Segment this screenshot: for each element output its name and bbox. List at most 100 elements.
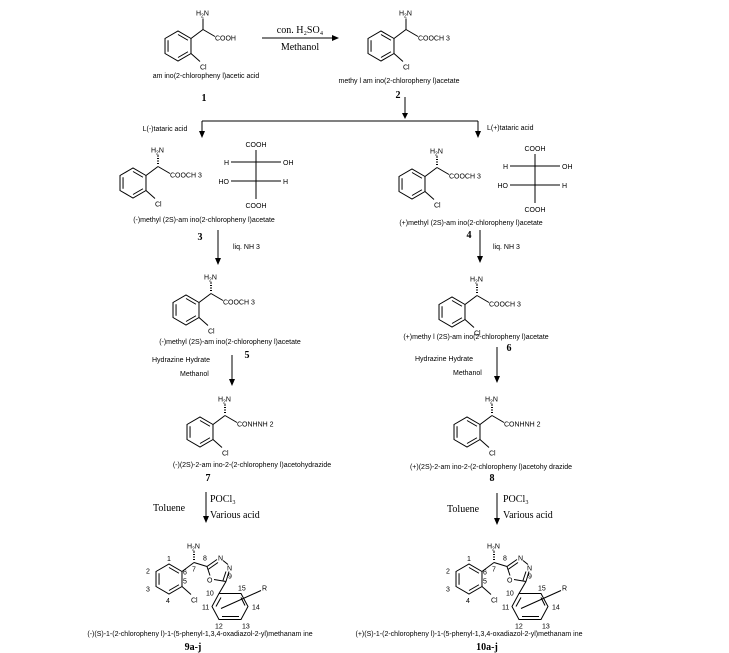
amine-label: H2N bbox=[470, 277, 483, 286]
split-arrowhead bbox=[402, 113, 408, 119]
ho-label: HO bbox=[498, 183, 509, 190]
cooh-bottom-label: COOH bbox=[525, 207, 546, 214]
atom-number-5: 5 bbox=[483, 579, 487, 586]
compound-10-name: (+)(S)-1-(2-chloropheny l)-1-(5-phenyl-1… bbox=[355, 631, 582, 638]
amine-label: H2N bbox=[196, 11, 209, 20]
reagent-hydrazine-hydrate: Hydrazine Hydrate bbox=[152, 357, 210, 364]
compound-4-name: (+)methyl (2S)-am ino(2-chloropheny l)ac… bbox=[399, 220, 542, 227]
cooh-top-label: COOH bbox=[246, 142, 267, 149]
cl-bond bbox=[198, 317, 209, 326]
compound-3-number: 3 bbox=[198, 232, 203, 243]
atom-number-7: 7 bbox=[492, 567, 496, 574]
atom-number-4: 4 bbox=[166, 598, 170, 605]
double-bond bbox=[168, 567, 180, 574]
reagent-sulfuric-acid: con. H₂SO₄ bbox=[277, 25, 324, 36]
double-bond bbox=[468, 584, 480, 591]
atom-number-8: 8 bbox=[203, 556, 207, 563]
bond-n-n bbox=[222, 560, 229, 565]
functional-group-label: CONHNH 2 bbox=[504, 422, 541, 429]
amine-label: H2N bbox=[151, 148, 164, 157]
reagent-l-plus-tartaric: L(+)tataric acid bbox=[487, 125, 534, 132]
functional-group-label: COOCH 3 bbox=[223, 300, 255, 307]
carbonyl-bond bbox=[224, 415, 238, 423]
h-label: H bbox=[224, 160, 229, 167]
benzene-ring bbox=[453, 416, 481, 448]
carbonyl-bond bbox=[476, 295, 490, 303]
double-bond bbox=[132, 188, 144, 195]
atom-number-9: 9 bbox=[528, 574, 532, 581]
bond-n-n bbox=[522, 560, 529, 565]
atom-number-5: 5 bbox=[183, 579, 187, 586]
compound-2-number: 2 bbox=[396, 90, 401, 101]
bond-c8-o bbox=[206, 566, 211, 576]
chain-bond bbox=[181, 562, 195, 572]
oh-label: OH bbox=[562, 164, 573, 171]
substituent-r-label: R bbox=[562, 586, 567, 593]
bond-c8-n-double bbox=[507, 562, 519, 570]
double-bond bbox=[411, 172, 423, 179]
reagent-liq-ammonia: liq. NH 3 bbox=[233, 244, 260, 251]
substituent-bond bbox=[220, 590, 262, 609]
double-bond bbox=[515, 597, 522, 607]
benzene-ring bbox=[119, 167, 147, 199]
nitrogen-label: N bbox=[527, 566, 532, 573]
atom-number-3: 3 bbox=[146, 587, 150, 594]
functional-group-label: COOCH 3 bbox=[170, 173, 202, 180]
chlorine-label: Cl bbox=[489, 451, 496, 458]
amine-label: H2N bbox=[218, 397, 231, 406]
atom-number-13: 13 bbox=[242, 624, 250, 631]
double-bond bbox=[451, 300, 463, 307]
bond-c8-n bbox=[506, 559, 518, 567]
atom-number-14: 14 bbox=[252, 605, 260, 612]
chain-bond bbox=[393, 29, 407, 39]
benzene-ring bbox=[367, 30, 395, 62]
benzene-ring bbox=[455, 563, 483, 595]
compound-2-name: methy l am ino(2-chloropheny l)acetate bbox=[338, 78, 459, 85]
chlorine-label: Cl bbox=[200, 65, 207, 72]
ho-label: HO bbox=[219, 179, 230, 186]
chlorine-label: Cl bbox=[222, 451, 229, 458]
compound-9-name: (-)(S)-1-(2-chloropheny l)-1-(5-phenyl-1… bbox=[87, 631, 312, 638]
phenyl-ring bbox=[211, 593, 249, 620]
nitrogen-label: N bbox=[218, 556, 223, 563]
chlorine-label: Cl bbox=[191, 598, 198, 605]
bond-c7-c8 bbox=[493, 562, 508, 567]
compound-8: Cl H2N CONHNH 2 bbox=[453, 397, 541, 458]
cl-bond bbox=[393, 53, 404, 62]
double-bond bbox=[380, 51, 392, 58]
chain-bond bbox=[212, 415, 226, 425]
bond-n-c9-double bbox=[222, 571, 227, 581]
atom-number-1: 1 bbox=[467, 556, 471, 563]
atom-number-10: 10 bbox=[506, 591, 514, 598]
double-bond bbox=[466, 420, 478, 427]
double-bond bbox=[380, 34, 392, 41]
substituent-r-label: R bbox=[262, 586, 267, 593]
double-bond bbox=[132, 171, 144, 178]
compound-10-number: 10a-j bbox=[476, 642, 498, 653]
bond-o-c9 bbox=[213, 579, 227, 582]
amine-label: H2N bbox=[485, 397, 498, 406]
benzene-ring bbox=[186, 416, 214, 448]
atom-number-9: 9 bbox=[228, 574, 232, 581]
atom-number-7: 7 bbox=[192, 567, 196, 574]
double-bond bbox=[451, 317, 463, 324]
bond-c7-c8 bbox=[193, 562, 208, 567]
compound-3-name: (-)methyl (2S)-am ino(2-chloropheny l)ac… bbox=[133, 217, 275, 224]
reagent-various-acid: Various acid bbox=[503, 510, 553, 521]
atom-number-4: 4 bbox=[466, 598, 470, 605]
chain-bond bbox=[198, 293, 212, 303]
amine-label: H2N bbox=[204, 275, 217, 284]
double-bond bbox=[168, 584, 180, 591]
cl-bond bbox=[479, 439, 490, 448]
reagent-liq-ammonia: liq. NH 3 bbox=[493, 244, 520, 251]
bond-n-c9-double bbox=[522, 571, 527, 581]
functional-group-label: COOH bbox=[215, 36, 236, 43]
reagent-methanol: Methanol bbox=[453, 370, 482, 377]
double-bond bbox=[468, 567, 480, 574]
bond-c9-c10 bbox=[518, 581, 527, 594]
